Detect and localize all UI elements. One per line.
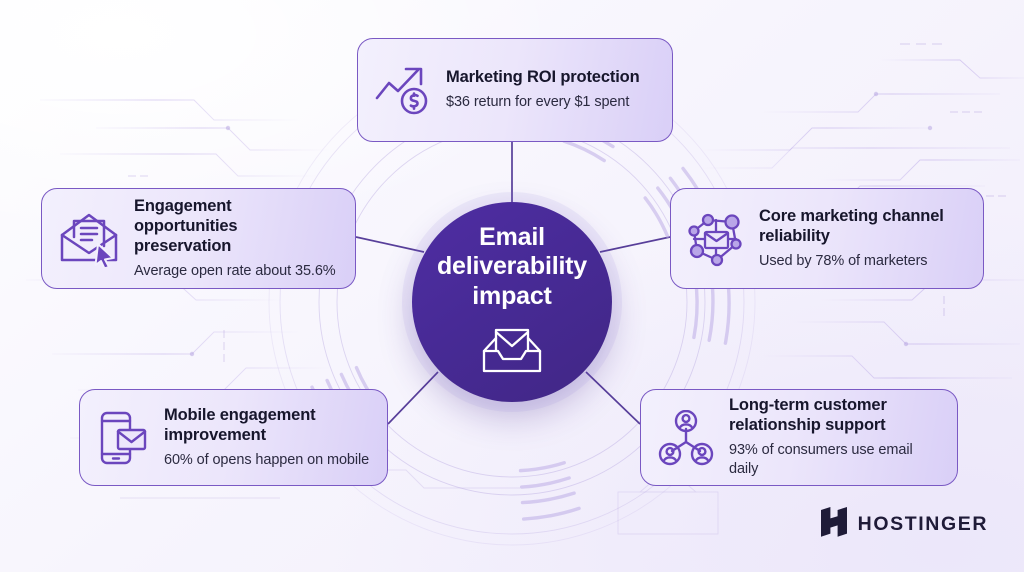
card-text-block: Long-term customer relationship support … — [729, 396, 941, 479]
card-title: Core marketing channel reliability — [759, 206, 944, 245]
card-mobile-engagement-improvement[interactable]: Mobile engagement improvement 60% of ope… — [79, 389, 388, 486]
card-text-block: Marketing ROI protection $36 return for … — [446, 68, 640, 112]
card-title: Mobile engagement improvement — [164, 405, 316, 444]
card-text-block: Engagement opportunities preservation Av… — [134, 197, 339, 281]
people-network-icon — [657, 409, 715, 466]
connector-to-mobile — [387, 371, 439, 425]
card-title: Engagement opportunities preservation — [134, 196, 238, 255]
card-subtitle: Used by 78% of marketers — [759, 252, 928, 269]
center-title: Email deliverability impact — [437, 223, 587, 311]
card-subtitle: 93% of consumers use email daily — [729, 442, 913, 477]
center-title-line-3: impact — [472, 281, 552, 310]
center-title-line-1: Email — [479, 223, 545, 252]
inbox-envelope-icon — [481, 324, 543, 381]
network-envelope-icon — [687, 211, 745, 267]
hostinger-h-mark-icon — [820, 507, 847, 542]
connector-to-engage — [355, 236, 425, 253]
card-core-marketing-channel-reliability[interactable]: Core marketing channel reliability Used … — [670, 188, 984, 289]
card-subtitle: Average open rate about 35.6% — [134, 262, 336, 279]
connector-to-longterm — [585, 371, 641, 425]
card-engagement-opportunities-preservation[interactable]: Engagement opportunities preservation Av… — [41, 188, 356, 289]
card-text-block: Mobile engagement improvement 60% of ope… — [164, 406, 371, 470]
card-long-term-customer-relationship-support[interactable]: Long-term customer relationship support … — [640, 389, 958, 486]
card-subtitle: 60% of opens happen on mobile — [164, 451, 370, 468]
open-envelope-cursor-icon — [58, 211, 120, 267]
hostinger-logo: HOSTINGER — [820, 507, 988, 542]
smartphone-envelope-icon — [96, 409, 150, 467]
connector-to-core — [599, 236, 671, 253]
center-hub-node: Email deliverability impact — [412, 202, 612, 402]
card-title: Long-term customer relationship support — [729, 396, 887, 435]
card-text-block: Core marketing channel reliability Used … — [759, 207, 967, 271]
card-title: Marketing ROI protection — [446, 68, 640, 87]
hostinger-wordmark: HOSTINGER — [857, 513, 988, 535]
card-subtitle: $36 return for every $1 spent — [446, 94, 630, 111]
card-marketing-roi-protection[interactable]: Marketing ROI protection $36 return for … — [357, 38, 673, 142]
growth-arrow-dollar-icon — [374, 63, 432, 117]
center-title-line-2: deliverability — [436, 252, 588, 281]
